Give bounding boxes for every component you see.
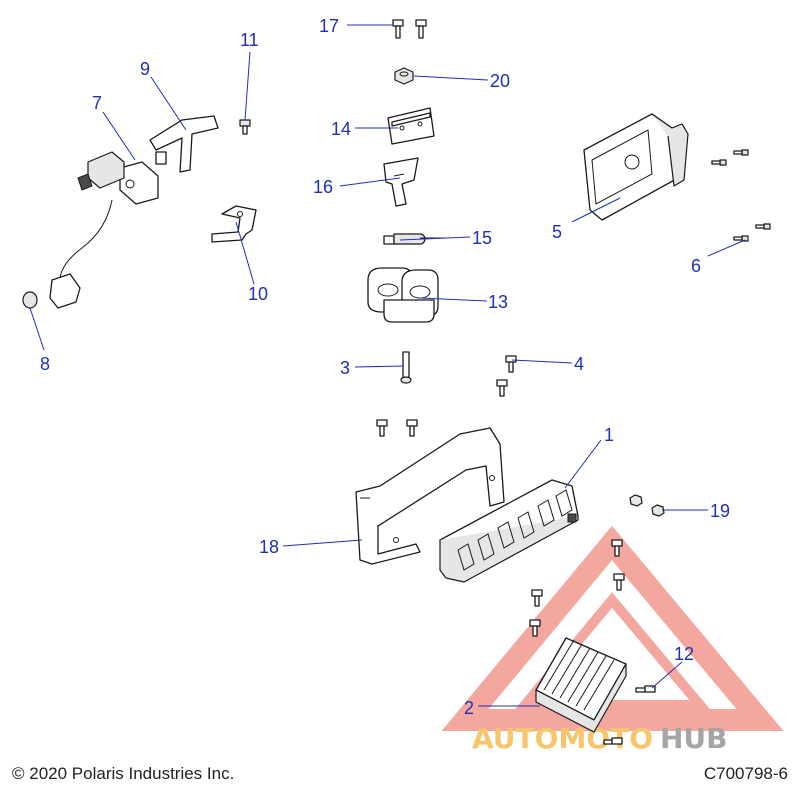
- part-2-module: [535, 637, 627, 733]
- part-9-bracket: [149, 115, 219, 173]
- part-16-clip: [383, 157, 419, 207]
- callout-19: 19: [710, 501, 730, 521]
- bracket-screws: [376, 419, 418, 437]
- watermark-logo: AUTOMOTO HUB: [441, 525, 784, 755]
- part-13-coil: [367, 267, 439, 323]
- callout-15: 15: [472, 228, 492, 248]
- drawing-number: C700798-6: [703, 764, 788, 783]
- callout-labels: 1 2 3 4 5 6 7 8 9 10 11 12 13 14 15 16 1…: [40, 16, 730, 718]
- part-10-bracket: [211, 205, 257, 243]
- part-6-screws: [711, 149, 771, 242]
- callout-10: 10: [248, 284, 268, 304]
- callout-5: 5: [552, 222, 562, 242]
- callout-7: 7: [92, 93, 102, 113]
- callout-9: 9: [140, 59, 150, 79]
- part-1-fuse-box: [439, 479, 579, 583]
- part-7-harness: [49, 151, 159, 309]
- part-18-bracket: [355, 427, 505, 565]
- copyright-notice: © 2020 Polaris Industries Inc.: [12, 764, 235, 783]
- watermark-text-left: AUTOMOTO: [472, 722, 653, 755]
- part-19-nuts: [629, 494, 665, 517]
- callout-2: 2: [464, 698, 474, 718]
- part-14-plate: [387, 107, 435, 145]
- part-3-bolt: [400, 351, 412, 384]
- callout-6: 6: [691, 256, 701, 276]
- part-5-ecu: [583, 113, 689, 221]
- part-8-cap: [22, 291, 38, 309]
- callout-1: 1: [604, 425, 614, 445]
- part-12-screws: [529, 539, 656, 745]
- watermark-text-right: HUB: [660, 722, 728, 755]
- callout-20: 20: [490, 71, 510, 91]
- callout-11: 11: [240, 30, 259, 50]
- callout-4: 4: [574, 354, 584, 374]
- part-15-sensor: [383, 233, 446, 245]
- callout-13: 13: [488, 292, 508, 312]
- callout-17: 17: [319, 16, 339, 36]
- callout-12: 12: [674, 644, 694, 664]
- callout-18: 18: [259, 537, 279, 557]
- callout-3: 3: [340, 358, 350, 378]
- callout-16: 16: [313, 177, 333, 197]
- part-11-bolt: [239, 119, 251, 135]
- leader-lines: [29, 24, 746, 707]
- part-20-nut: [394, 67, 414, 85]
- callout-14: 14: [331, 119, 351, 139]
- callout-8: 8: [40, 354, 50, 374]
- part-4-screws: [496, 355, 517, 397]
- part-17-screws: [392, 19, 427, 39]
